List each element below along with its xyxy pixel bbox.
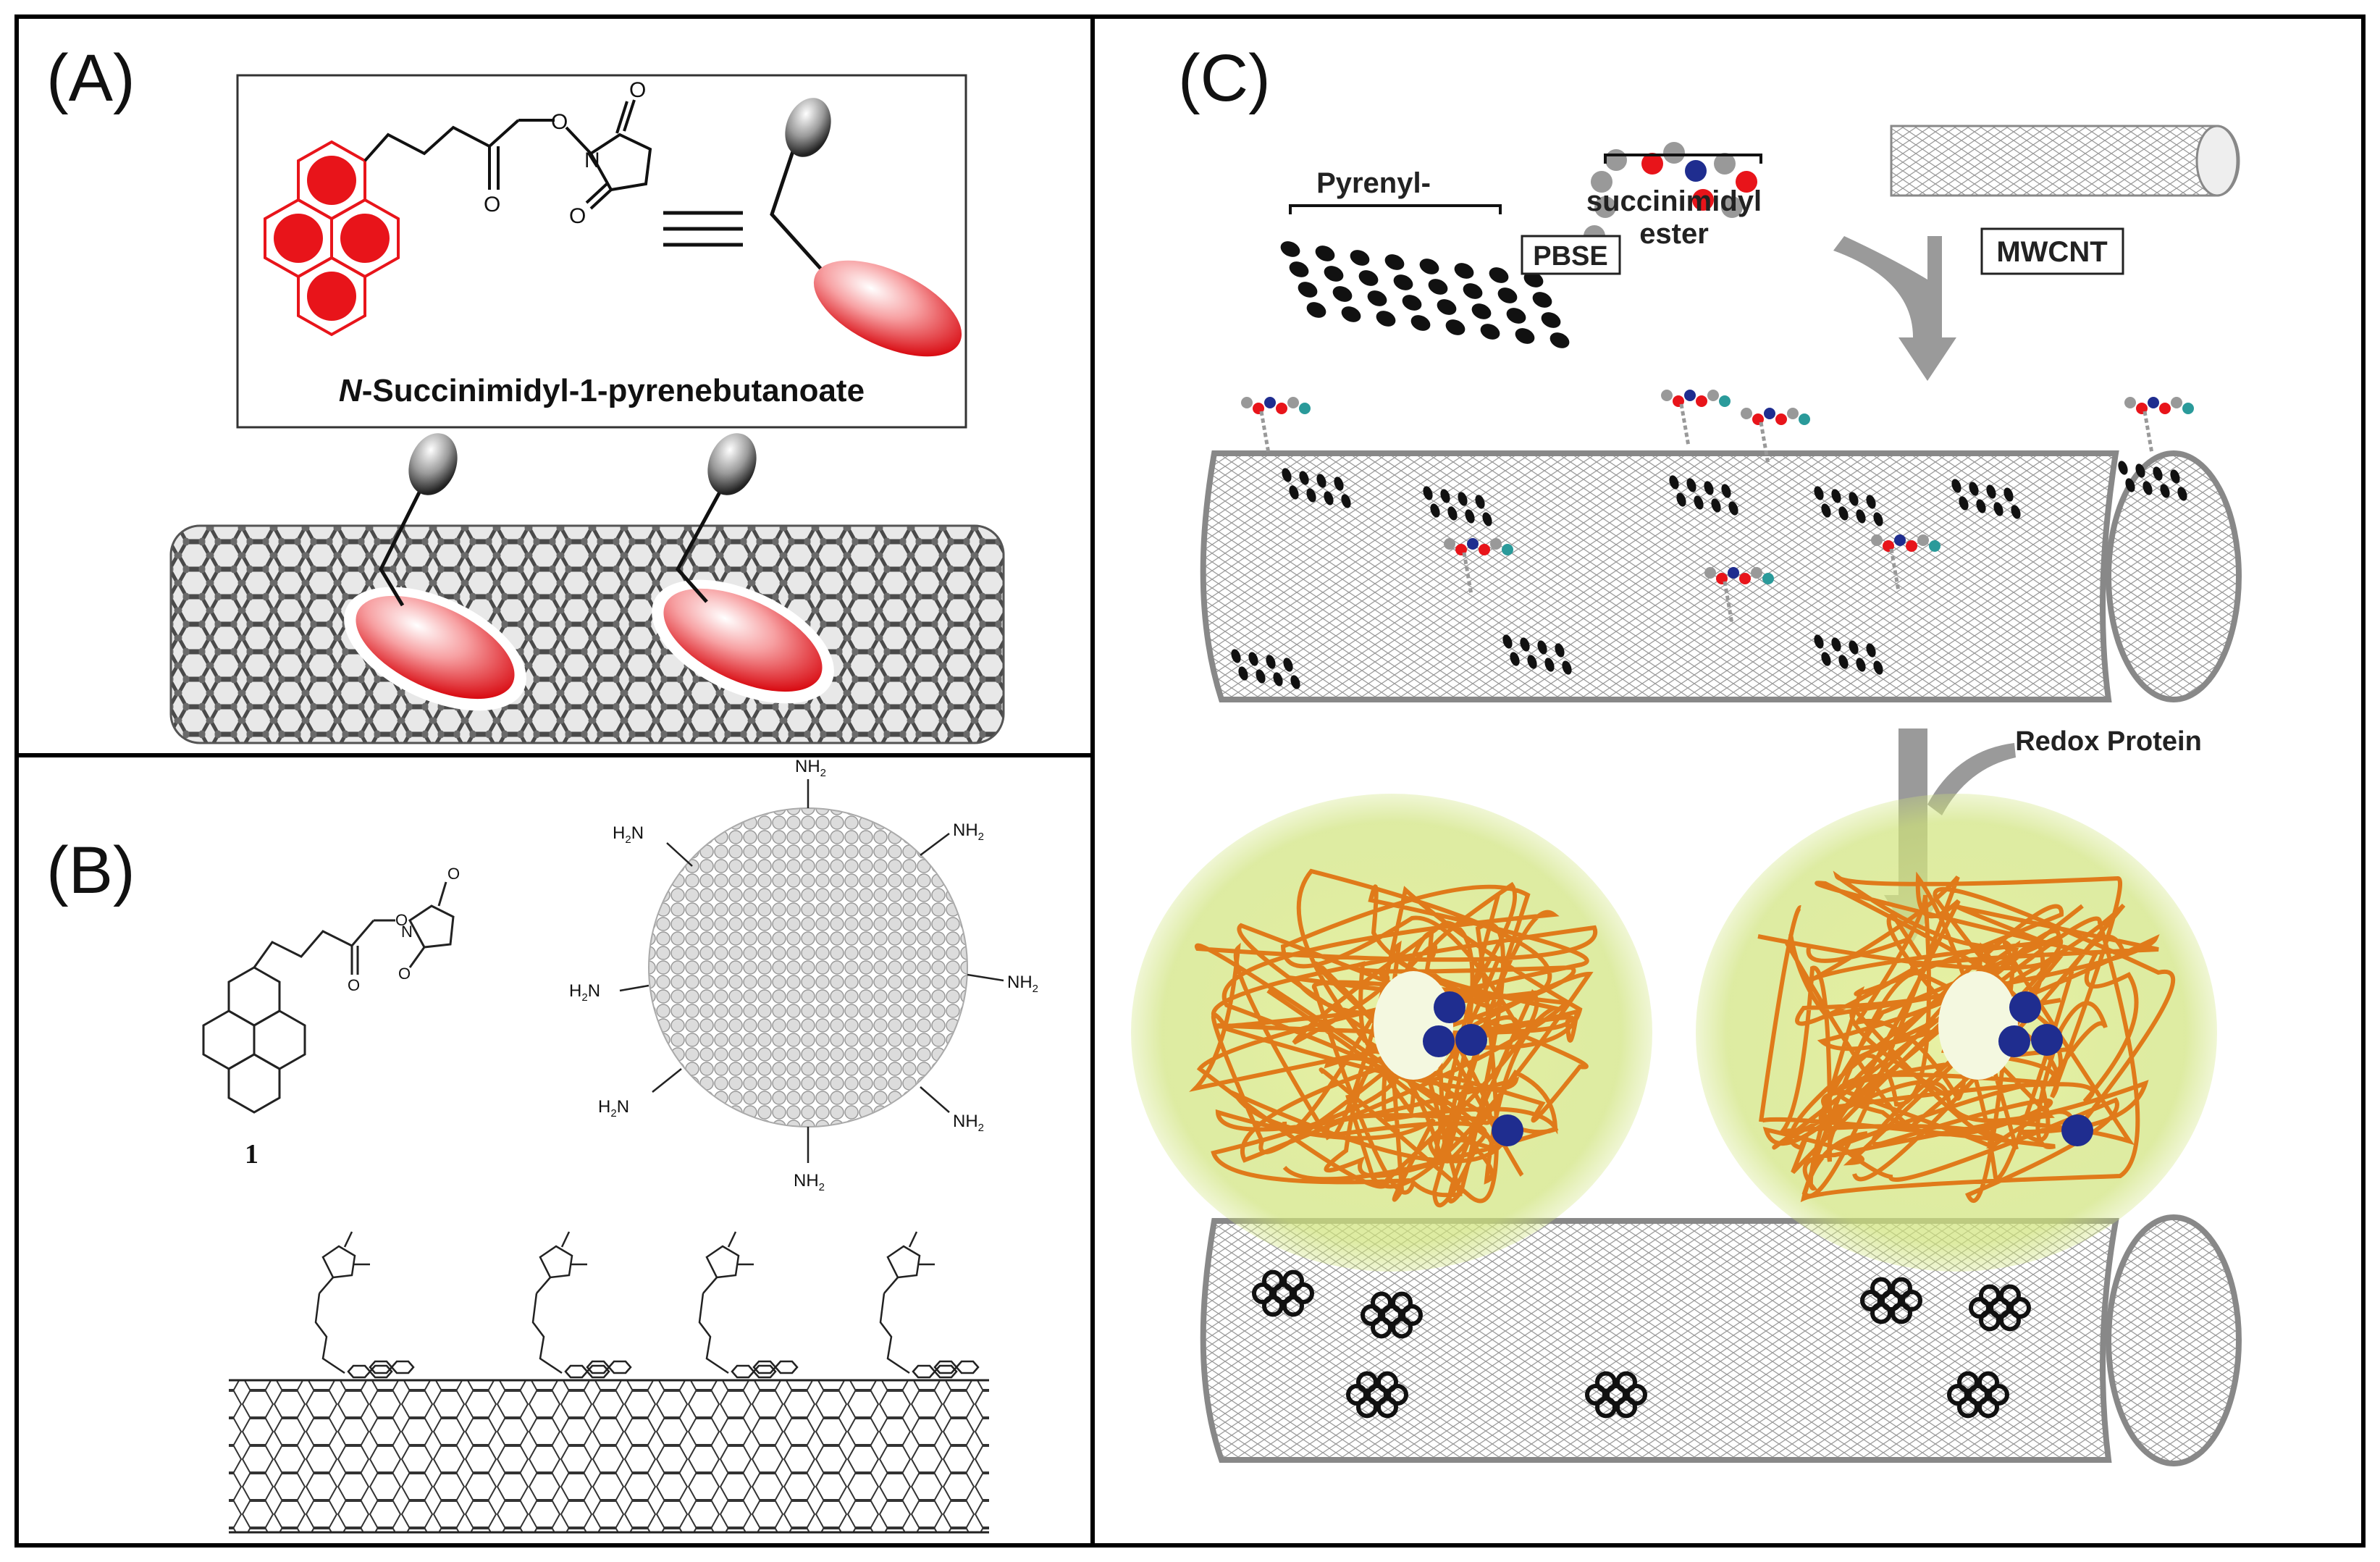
atom-o-3: O: [629, 78, 646, 102]
adsorbed-molecule-2: [652, 433, 834, 704]
mwcnt-label: MWCNT: [1996, 236, 2107, 268]
amine-label-lower-left: H2N: [598, 1097, 629, 1120]
mwcnt-functionalized: [1200, 450, 2242, 702]
arrow-1: [1833, 236, 1956, 381]
amine-label-top: NH2: [795, 757, 826, 779]
pbse-label: PBSE: [1533, 241, 1607, 272]
amine-nanoparticle: NH2 NH2 NH2 NH2 NH2 H2N H2N H2N: [569, 757, 1038, 1193]
pyrenyl-label: Pyrenyl-: [1316, 167, 1431, 199]
tethered-pbse-4: [879, 1231, 980, 1379]
atom-o-b3: O: [447, 865, 460, 883]
panel-c-figure: Pyrenyl- succinimidyl ester PBSE MWCNT: [1131, 125, 2242, 1466]
panel-c: (C) Pyrenyl- succinimidyl ester PBSE: [1095, 14, 2366, 1548]
atom-n: N: [584, 148, 600, 172]
panel-c-label: (C): [1178, 41, 1271, 115]
pbse-structure-b: [202, 881, 455, 1114]
panel-a-figure: O O N O O N-Succinimidyl-1-pyrenebutanoa…: [169, 74, 1005, 744]
pbse-legend: Pyrenyl- succinimidyl ester PBSE: [1280, 142, 1762, 348]
succinimidyl-label-1: succinimidyl: [1586, 185, 1762, 217]
compound-number: 1: [245, 1139, 258, 1170]
tethered-pbse-3: [698, 1231, 799, 1379]
atom-n-b: N: [401, 923, 413, 941]
succinimidyl-label-2: ester: [1639, 218, 1709, 250]
pbse-box: [1521, 235, 1621, 275]
atom-o-1: O: [484, 193, 500, 217]
panel-a-label: (A): [46, 41, 135, 115]
mwcnt-box: [1980, 227, 2124, 275]
amine-label-left: H2N: [569, 981, 600, 1004]
redox-protein-right: [1696, 794, 2217, 1272]
panel-b-figure: O O N O O 1 NH2 NH2 NH2: [202, 757, 1038, 1534]
pyrene-ring-red: [264, 140, 400, 337]
atom-o-b1: O: [348, 976, 360, 994]
adsorbed-molecule-1: [344, 433, 526, 711]
tethered-pbse-2: [531, 1231, 632, 1379]
ester-chain: [363, 99, 652, 210]
redox-protein-left: [1131, 794, 1652, 1272]
redox-protein-label: Redox Protein: [2015, 726, 2202, 757]
amine-label-lower-right: NH2: [953, 1112, 984, 1134]
carbon-nanotube-b: [229, 1379, 989, 1534]
panel-b: (B) O O N O: [14, 757, 1095, 1548]
atom-o-4: O: [569, 204, 586, 228]
amine-label-upper-right: NH2: [953, 820, 984, 843]
amine-label-right: NH2: [1007, 973, 1038, 995]
carbon-nanotube-a: [169, 524, 1005, 744]
schematic-molecule: [770, 98, 962, 357]
tethered-pbse-1: [314, 1231, 415, 1379]
panel-a: (A): [14, 14, 1095, 757]
compound-name: N-Succinimidyl-1-pyrenebutanoate: [339, 373, 865, 408]
panel-b-label: (B): [46, 834, 135, 907]
equivalence-sign: [663, 211, 743, 247]
atom-o-b4: O: [398, 965, 411, 983]
amine-label-bottom: NH2: [794, 1171, 825, 1193]
amine-label-upper-left: H2N: [613, 823, 644, 846]
mwcnt-legend: MWCNT: [1890, 125, 2240, 275]
atom-o-2: O: [551, 110, 568, 134]
atom-o-b2: O: [395, 911, 408, 929]
